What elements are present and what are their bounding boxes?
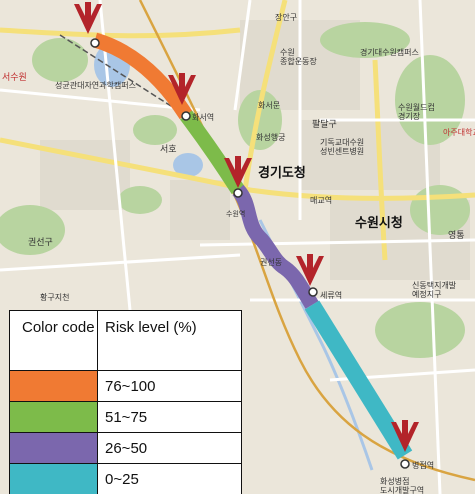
legend-table: Color code Risk level (%) 76~100 51~75 2… (9, 310, 242, 494)
legend-swatch-cyan (9, 463, 98, 494)
major-roads (0, 0, 475, 261)
legend-swatch-purple (9, 432, 98, 464)
legend-row: 51~75 (9, 401, 242, 433)
legend-row: 0~25 (9, 463, 242, 494)
station-markers (90, 38, 410, 469)
station-marker (181, 111, 191, 121)
station-marker (90, 38, 100, 48)
map-label: 화성행궁 (256, 132, 285, 142)
map-label: 팔달구 (312, 118, 337, 130)
station-marker (308, 287, 318, 297)
legend-swatch-green (9, 401, 98, 433)
route (92, 32, 413, 460)
legend-color-header: Color code (9, 310, 98, 371)
arrow-down-icon (74, 2, 102, 34)
legend-label: 76~100 (97, 370, 242, 402)
map-label: 성균관대자연과학캠퍼스 (55, 80, 136, 90)
map-label: 장안구 (275, 12, 297, 22)
arrow-down-icon (224, 156, 252, 188)
route-segment-orange (92, 32, 193, 120)
map-label: 수원역 (226, 209, 245, 218)
station-marker (400, 459, 410, 469)
arrow-down-icon (391, 420, 419, 452)
arrow-down-icon (168, 73, 196, 105)
legend-risk-header: Risk level (%) (97, 310, 242, 371)
route-segment-purple (232, 184, 319, 309)
map-label: 황구지천 (40, 292, 69, 302)
map-label: 권선구 (28, 236, 53, 248)
station-marker (233, 188, 243, 198)
map-label: 병점역 (412, 460, 434, 470)
parks (0, 22, 470, 358)
legend-label: 0~25 (97, 463, 242, 494)
legend-label: 26~50 (97, 432, 242, 464)
map-label: 세류역 (320, 290, 342, 300)
legend-row: 26~50 (9, 432, 242, 464)
map-label: 매교역 (310, 195, 332, 205)
map-label: 영통 (448, 230, 465, 241)
map-label: 수원시청 (355, 215, 403, 231)
legend-swatch-orange (9, 370, 98, 402)
map-label: 화서역 (192, 112, 214, 122)
map-label: 서호 (160, 144, 177, 155)
legend-label: 51~75 (97, 401, 242, 433)
map-label: 화서문 (258, 101, 280, 110)
map-label: 아주대학교 (443, 127, 475, 137)
route-segment-cyan (304, 300, 413, 460)
legend-header-row: Color code Risk level (%) (9, 310, 242, 371)
legend-row: 76~100 (9, 370, 242, 402)
arrow-down-icon (296, 254, 324, 286)
route-segment-green (180, 110, 245, 195)
map-label: 경기도청 (258, 165, 306, 181)
map-label: 서수원 (2, 72, 27, 83)
station-arrows (74, 2, 419, 452)
map-label: 권선동 (260, 257, 282, 267)
map-label: 경기대수원캠퍼스 (360, 47, 419, 57)
